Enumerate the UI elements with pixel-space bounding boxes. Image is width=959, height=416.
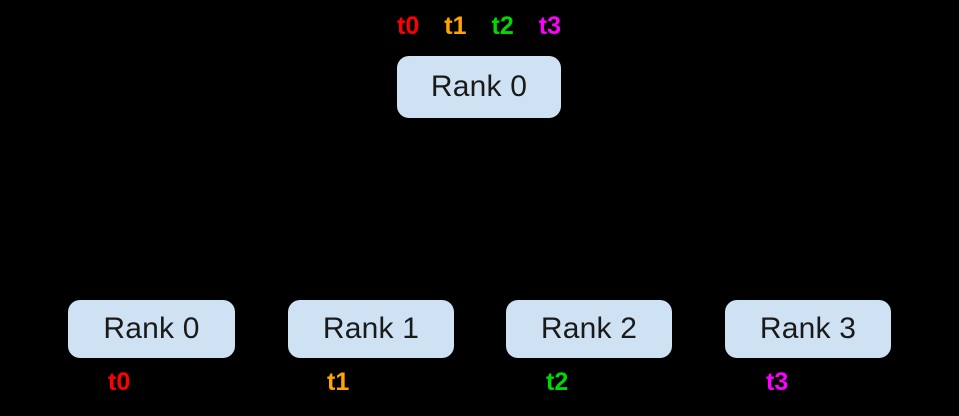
leaf-tag-t2: t2 xyxy=(546,368,569,396)
node-box-root[interactable]: Rank 0 xyxy=(397,56,561,118)
root-tag-t0: t0 xyxy=(397,12,420,40)
node-box-rank-3[interactable]: Rank 3 xyxy=(725,300,891,358)
node-label-rank-0: Rank 0 xyxy=(103,312,200,345)
leaf-tag-t1: t1 xyxy=(327,368,350,396)
node-box-rank-2[interactable]: Rank 2 xyxy=(506,300,672,358)
leaf-tag-t0: t0 xyxy=(108,368,131,396)
root-tag-t3: t3 xyxy=(538,12,561,40)
node-box-rank-0[interactable]: Rank 0 xyxy=(68,300,235,358)
node-label-rank-2: Rank 2 xyxy=(540,312,638,345)
node-label-rank-1: Rank 1 xyxy=(322,312,420,345)
root-tag-t1: t1 xyxy=(444,12,467,40)
node-box-rank-1[interactable]: Rank 1 xyxy=(288,300,454,358)
root-tag-row: t0 t1 t2 t3 xyxy=(397,14,561,39)
leaf-tag-t3: t3 xyxy=(766,368,789,396)
node-label-rank-3: Rank 3 xyxy=(759,312,857,345)
node-label-root: Rank 0 xyxy=(430,70,528,103)
root-tag-t2: t2 xyxy=(491,12,514,40)
